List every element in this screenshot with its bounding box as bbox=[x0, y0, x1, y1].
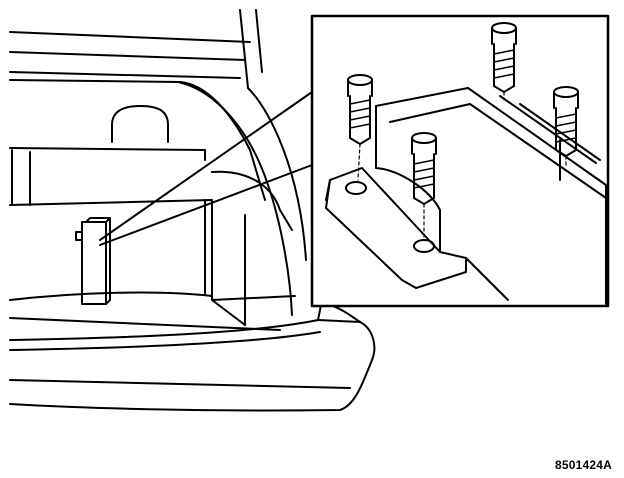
inner-panel bbox=[205, 200, 245, 325]
bolt-top bbox=[492, 23, 516, 100]
trunk-lid bbox=[10, 32, 250, 78]
figure-code: 8501424A bbox=[555, 458, 612, 472]
trunk-side-wall bbox=[178, 82, 292, 315]
bolt-right bbox=[554, 87, 578, 166]
plate-top-edge bbox=[326, 180, 330, 200]
block-body bbox=[376, 168, 440, 252]
block-lower bbox=[466, 258, 508, 300]
seatback bbox=[10, 148, 205, 205]
floor-contour bbox=[10, 293, 280, 330]
hole-left bbox=[346, 182, 366, 194]
base-plate bbox=[326, 168, 466, 288]
leader-line bbox=[100, 92, 312, 245]
bracket bbox=[82, 222, 106, 304]
bolt-left bbox=[348, 75, 372, 180]
inset-frame bbox=[312, 16, 608, 306]
bumper-lower bbox=[10, 380, 350, 388]
bumper-highlight bbox=[10, 332, 320, 350]
headrest bbox=[112, 106, 168, 142]
trunk-lid-edge bbox=[248, 88, 306, 260]
trunk-scene bbox=[10, 10, 374, 411]
rear-bumper bbox=[10, 320, 374, 411]
bracket-tab bbox=[76, 232, 82, 240]
parcel-shelf bbox=[10, 80, 265, 200]
trunk-floor-box bbox=[10, 200, 295, 325]
trunk-lid-hinge bbox=[240, 10, 262, 88]
bolt-front bbox=[412, 133, 436, 240]
hole-front bbox=[414, 240, 434, 252]
bracket-top bbox=[86, 218, 110, 304]
inset-panel bbox=[312, 16, 608, 306]
wheel-well bbox=[212, 172, 292, 230]
block-side bbox=[500, 96, 600, 180]
